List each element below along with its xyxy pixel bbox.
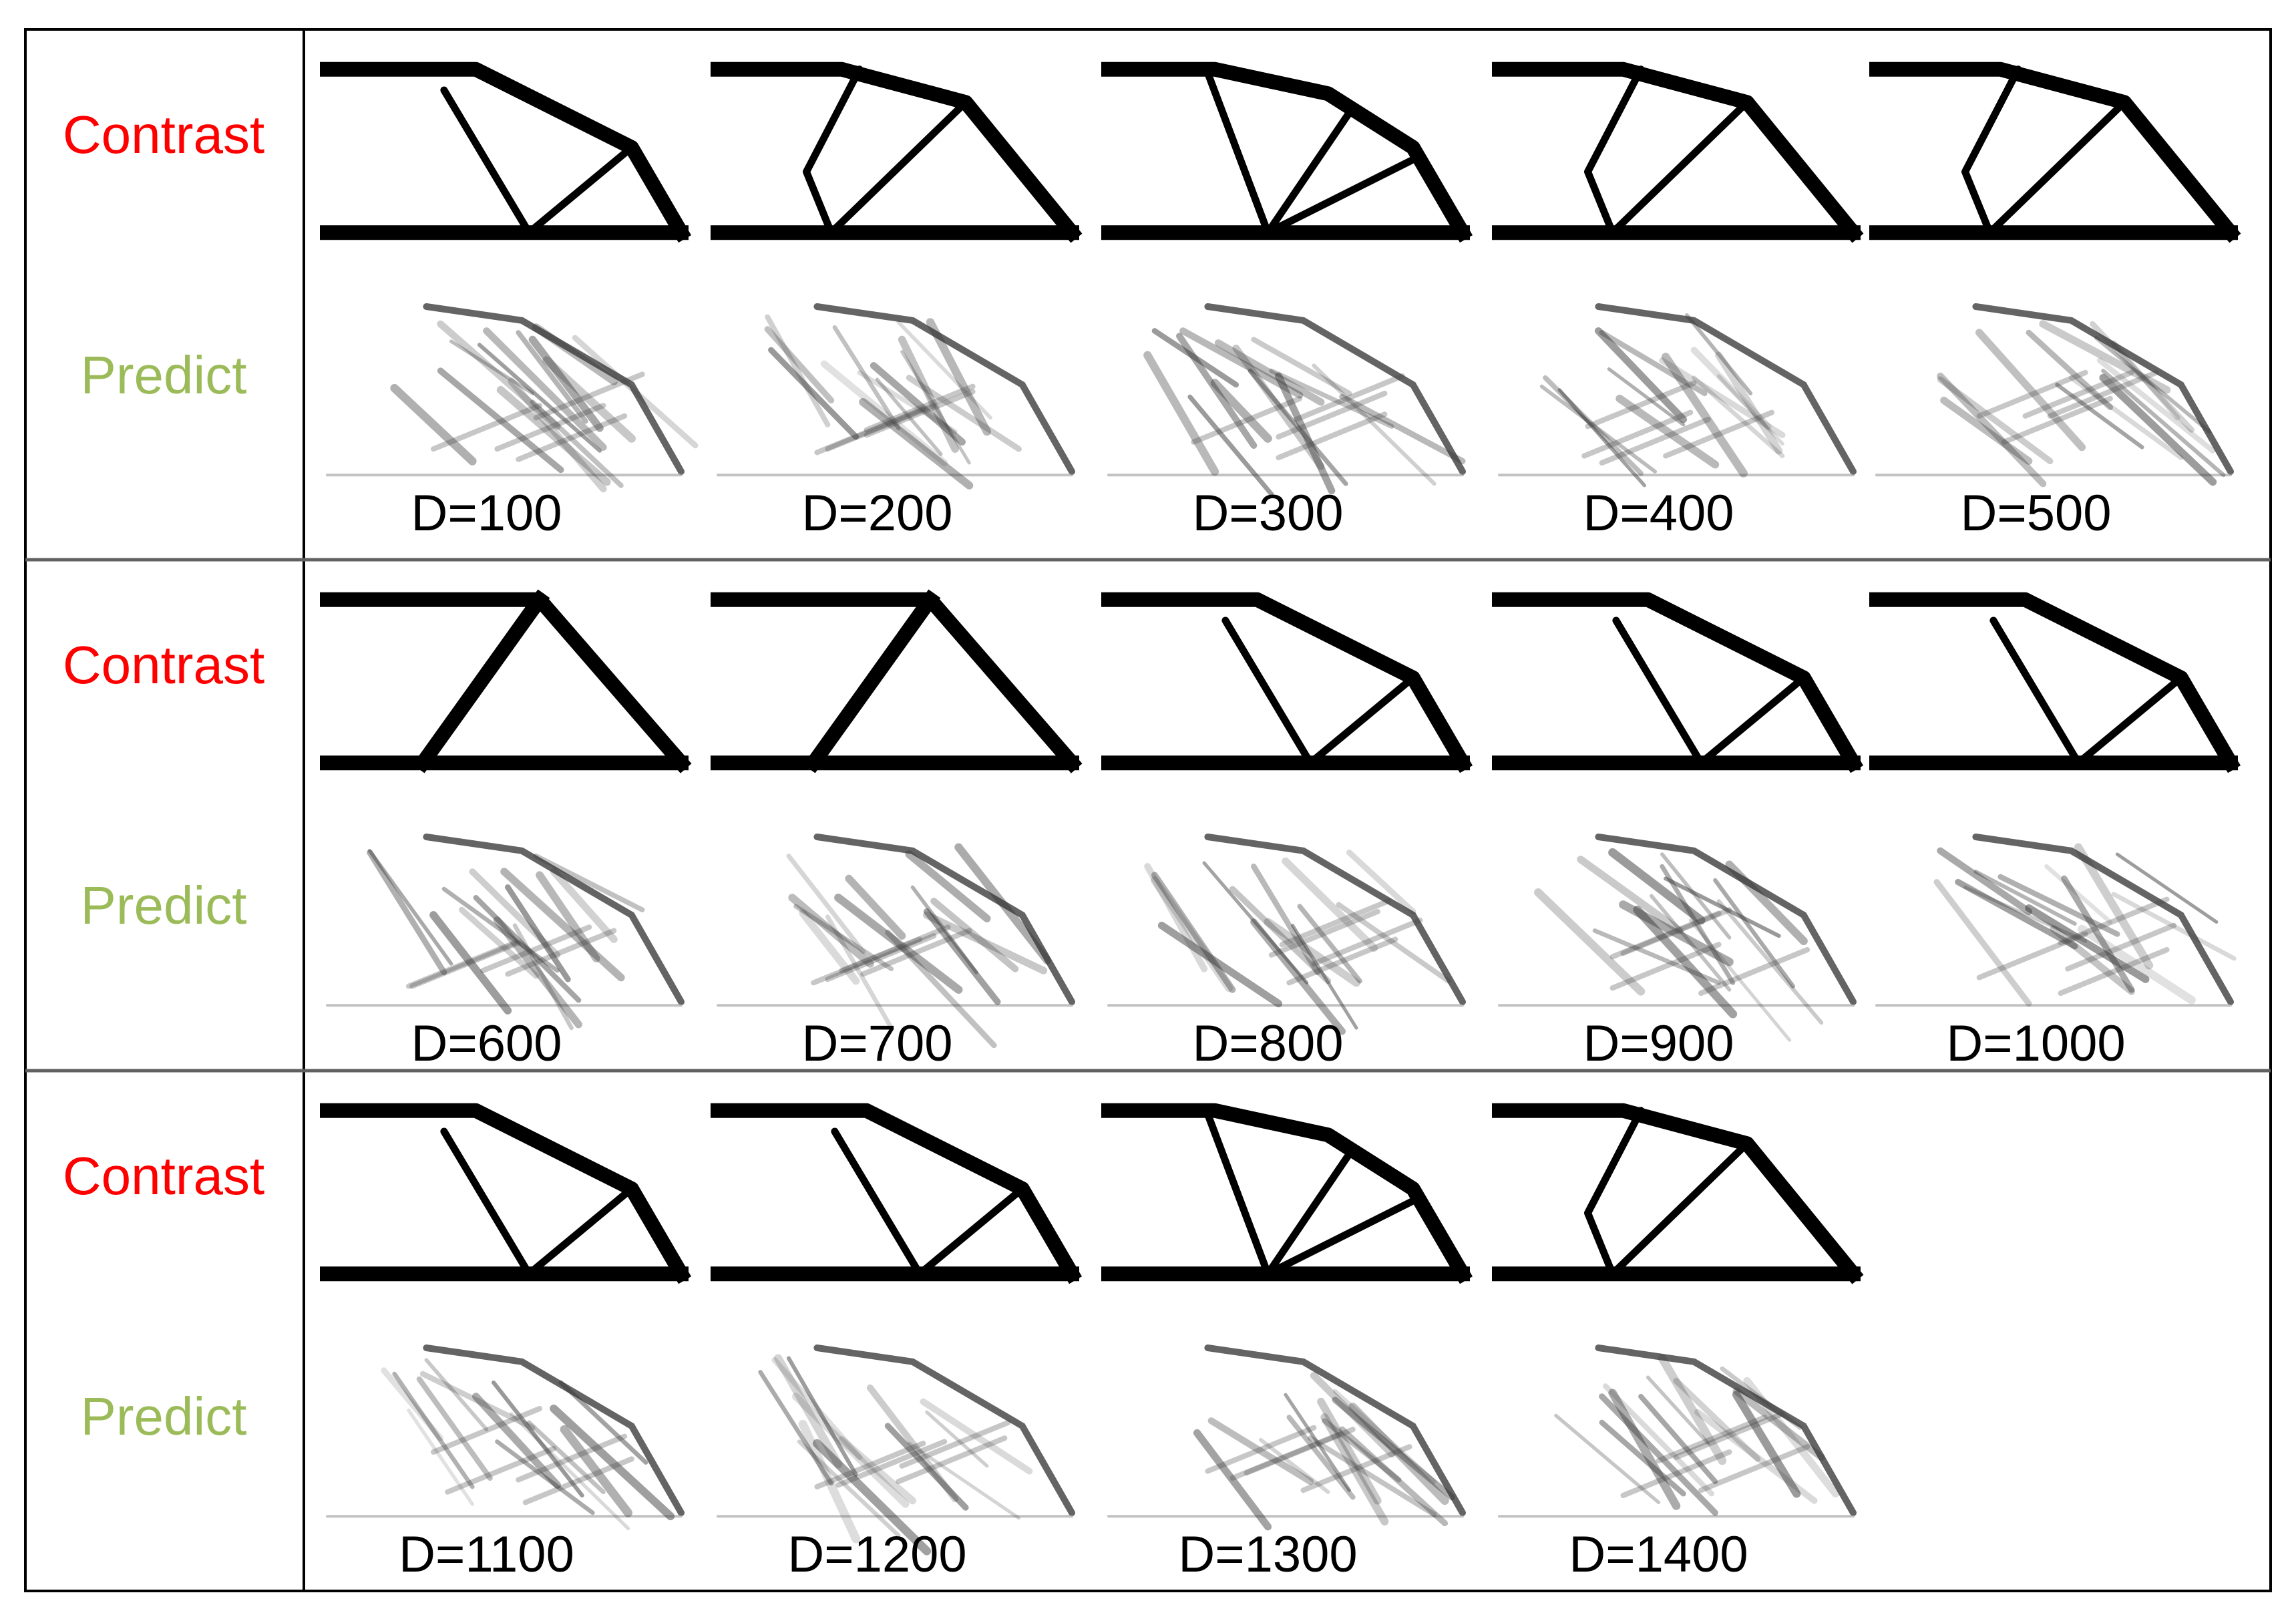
- cell-D=700: D=700: [711, 589, 1083, 1072]
- cell-D=400: D=400: [1492, 61, 1864, 542]
- contrast-structure: [320, 61, 692, 243]
- predict-structure: [1107, 834, 1466, 1035]
- contrast-structure: [1101, 61, 1473, 243]
- predict-structure: [326, 1344, 685, 1531]
- predict-structure: [1107, 303, 1466, 497]
- contrast-row-label: Contrast: [63, 1146, 264, 1206]
- contrast-row-label: Contrast: [63, 635, 264, 695]
- d-value-label: D=1400: [1569, 1526, 1748, 1583]
- predict-structure: [1875, 834, 2237, 1007]
- cell-D=1200: D=1200: [711, 1103, 1083, 1583]
- cell-D=500: D=500: [1869, 61, 2241, 542]
- contrast-structure: [711, 61, 1083, 243]
- d-value-label: D=200: [801, 485, 952, 542]
- predict-structure: [1107, 1344, 1466, 1531]
- d-value-label: D=100: [411, 485, 562, 542]
- cell-D=1400: D=1400: [1492, 1103, 1864, 1583]
- contrast-row-label: Contrast: [63, 105, 264, 164]
- cell-D=1100: D=1100: [320, 1103, 692, 1583]
- contrast-structure: [320, 1103, 692, 1284]
- predict-structure: [717, 834, 1075, 1049]
- contrast-structure: [711, 589, 1083, 773]
- contrast-structure: [320, 589, 692, 773]
- predict-structure: [326, 303, 699, 493]
- cell-D=100: D=100: [320, 61, 699, 542]
- contrast-structure: [711, 1103, 1083, 1284]
- cell-D=900: D=900: [1492, 592, 1864, 1072]
- predict-row-label: Predict: [81, 345, 247, 405]
- contrast-structure: [1492, 592, 1864, 773]
- contrast-structure: [1492, 1103, 1864, 1284]
- predict-structure: [326, 834, 685, 1031]
- predict-structure: [717, 1344, 1075, 1556]
- predict-structure: [717, 303, 1075, 490]
- d-value-label: D=600: [411, 1015, 562, 1072]
- predict-row-label: Predict: [81, 1387, 247, 1446]
- d-value-label: D=1100: [399, 1526, 574, 1583]
- cell-D=600: D=600: [320, 589, 692, 1072]
- cell-D=300: D=300: [1101, 61, 1473, 542]
- predict-row-label: Predict: [81, 876, 247, 935]
- d-value-label: D=500: [1960, 485, 2111, 542]
- d-value-label: D=400: [1583, 485, 1734, 542]
- cell-D=1000: D=1000: [1869, 592, 2241, 1072]
- contrast-structure: [1101, 592, 1473, 773]
- predict-structure: [1498, 834, 1857, 1042]
- contrast-structure: [1869, 592, 2241, 773]
- contrast-structure: [1492, 61, 1864, 243]
- d-value-label: D=300: [1192, 485, 1343, 542]
- d-value-label: D=800: [1192, 1015, 1343, 1072]
- d-value-label: D=1000: [1946, 1015, 2125, 1072]
- contrast-structure: [1101, 1103, 1473, 1284]
- d-value-label: D=1300: [1178, 1526, 1357, 1583]
- figure-border: [24, 28, 2272, 1592]
- d-value-label: D=700: [801, 1015, 952, 1072]
- predict-structure: [1498, 1344, 1857, 1518]
- d-value-label: D=1200: [787, 1526, 966, 1583]
- contrast-structure: [1869, 61, 2241, 243]
- cell-D=200: D=200: [711, 61, 1083, 542]
- predict-structure: [1498, 303, 1857, 488]
- cell-D=1300: D=1300: [1101, 1103, 1473, 1583]
- cell-D=800: D=800: [1101, 592, 1473, 1072]
- predict-structure: [1875, 303, 2234, 488]
- d-value-label: D=900: [1583, 1015, 1734, 1072]
